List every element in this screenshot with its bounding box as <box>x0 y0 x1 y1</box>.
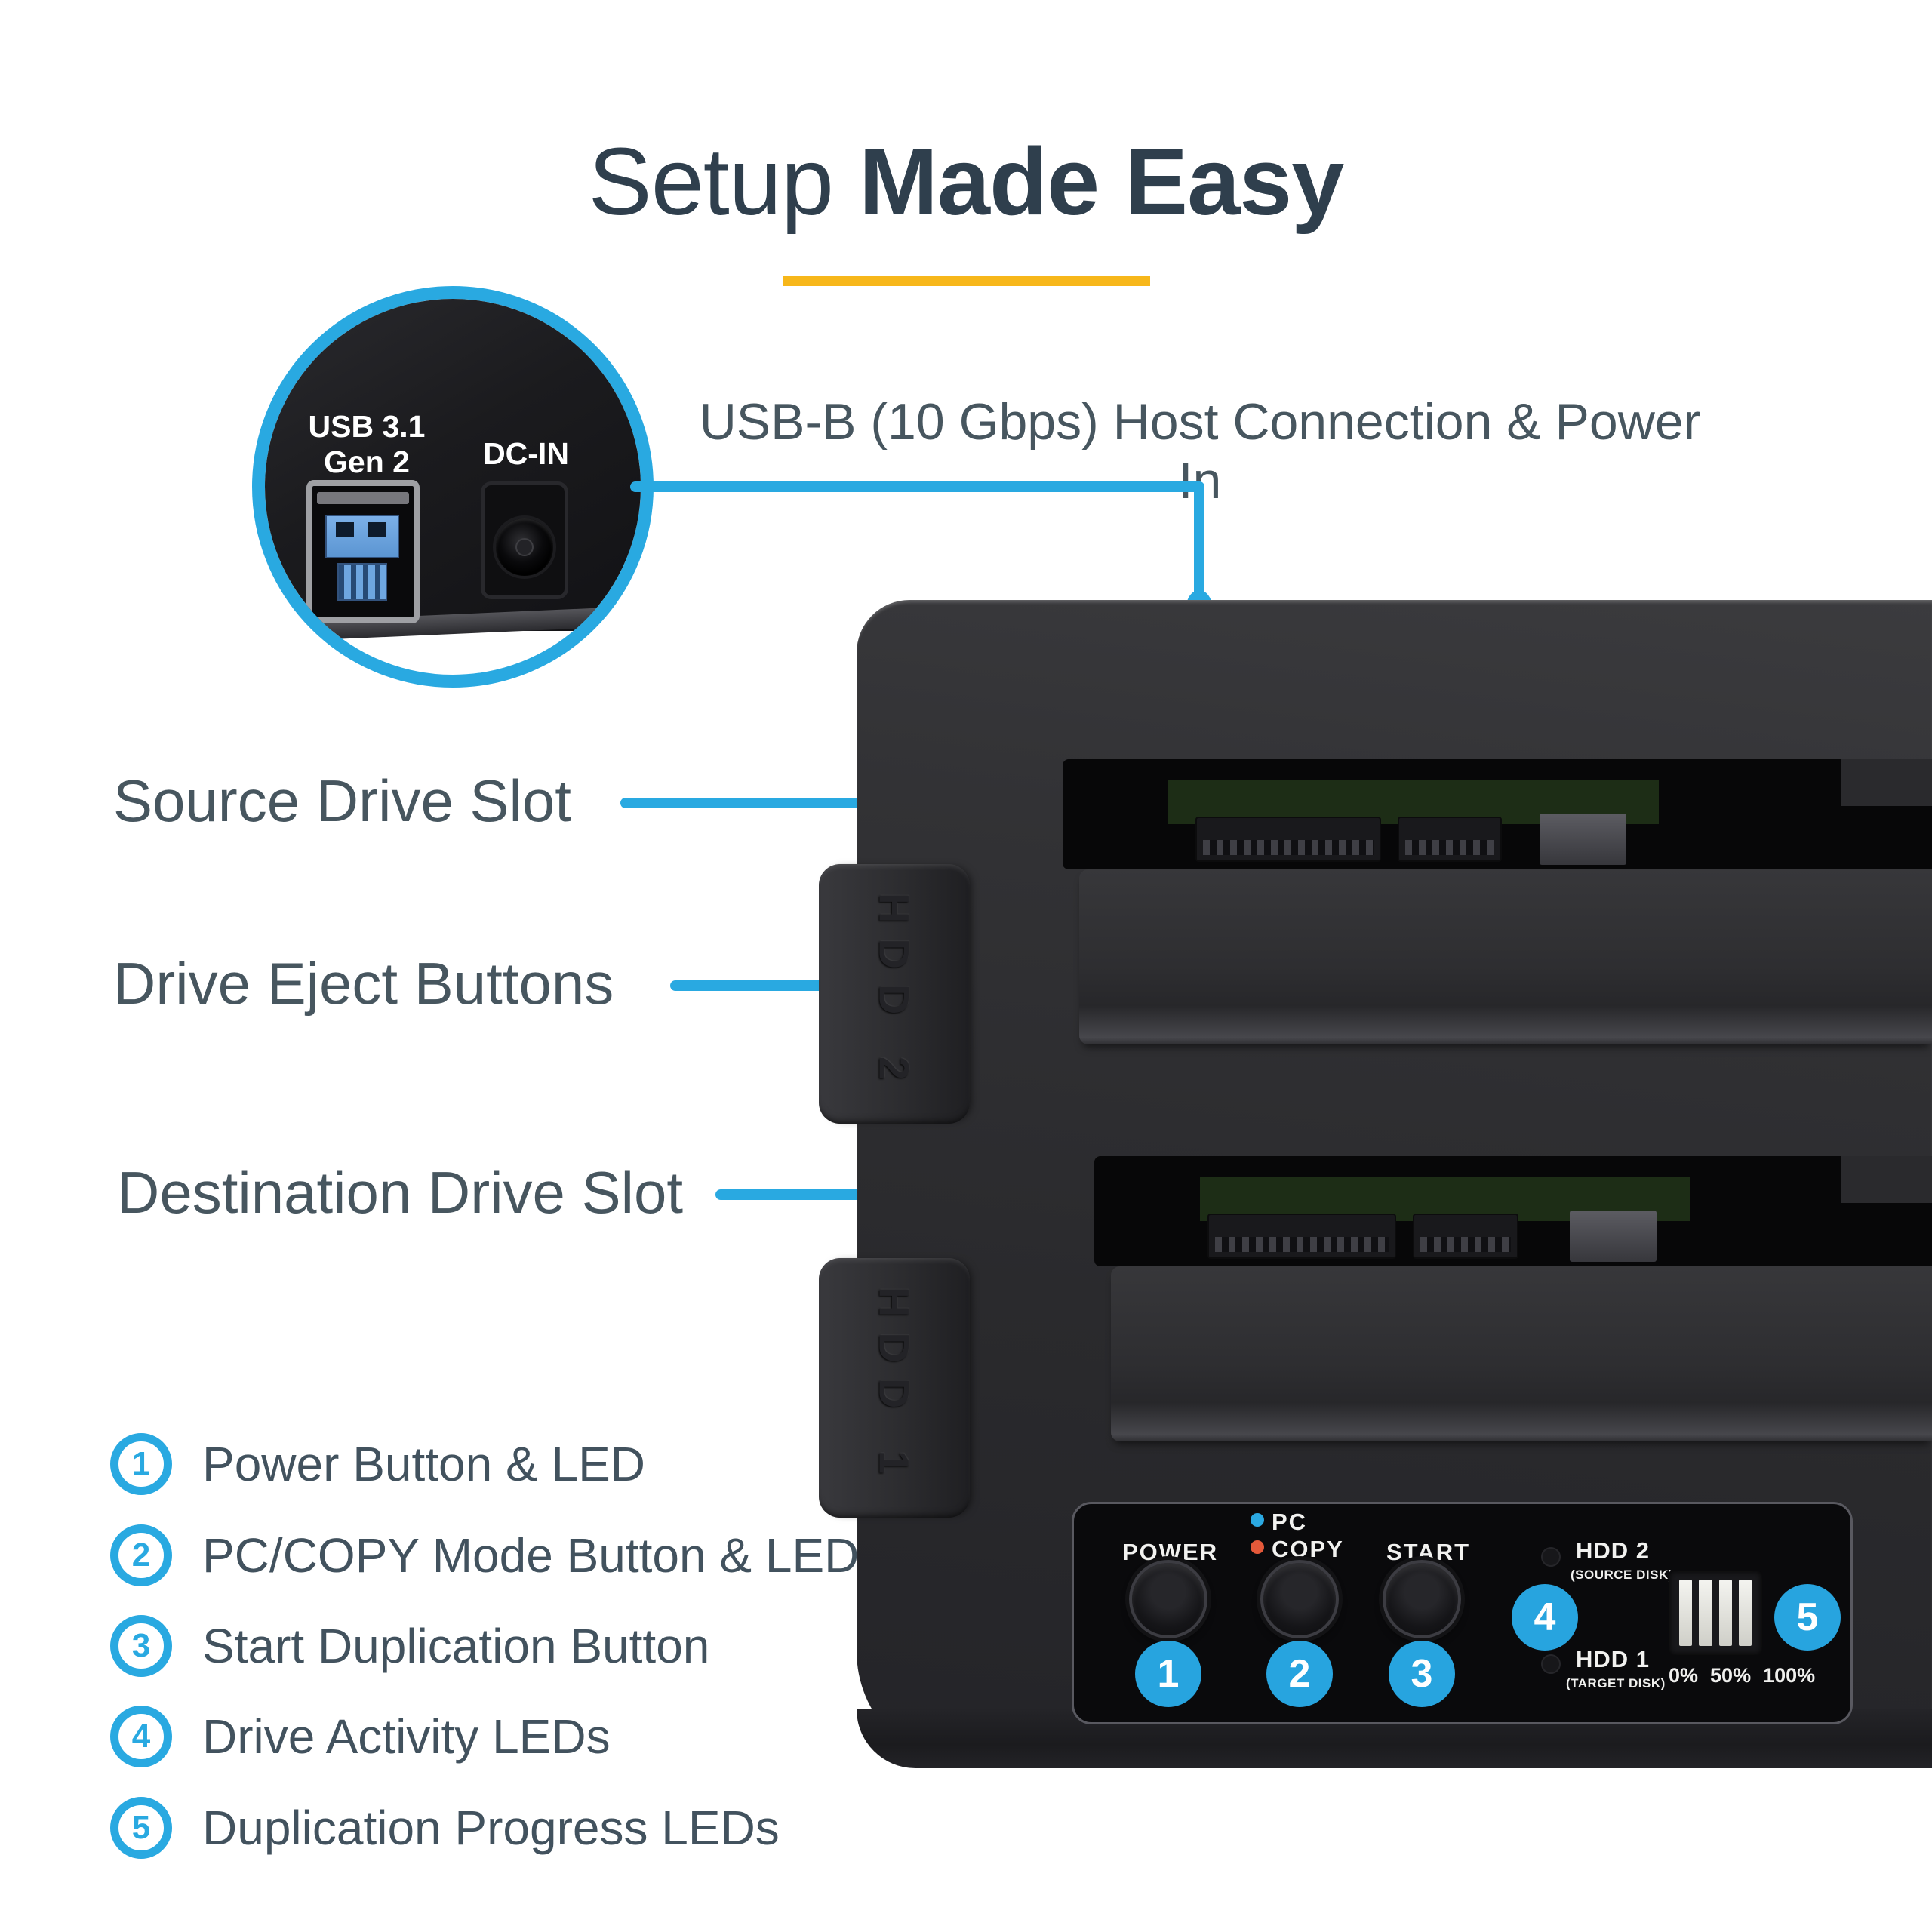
hdd2-sublabel: (SOURCE DISK) <box>1571 1567 1673 1582</box>
hdd1-label: HDD 1 <box>1576 1646 1651 1672</box>
usb-b-port-icon <box>306 480 420 623</box>
legend-item-mode: 2 PC/COPY Mode Button & LED <box>110 1524 859 1586</box>
legend-text-4: Drive Activity LEDs <box>202 1709 611 1764</box>
power-button <box>1129 1560 1208 1638</box>
progress-led-bar <box>1718 1580 1732 1646</box>
legend-number-2: 2 <box>110 1524 172 1586</box>
source-sata-data-connector <box>1398 817 1502 862</box>
legend-number-5: 5 <box>110 1797 172 1859</box>
destination-sata-power-connector <box>1208 1214 1396 1259</box>
legend-number-4: 4 <box>110 1706 172 1767</box>
legend-text-3: Start Duplication Button <box>202 1619 710 1673</box>
title-strong: Made Easy <box>858 128 1344 235</box>
hdd1-sublabel: (TARGET DISK) <box>1566 1676 1666 1690</box>
dc-in-label: DC-IN <box>483 436 569 471</box>
usb-port-tongue-top <box>325 515 399 558</box>
progress-led-bar <box>1699 1580 1712 1646</box>
callout-usb-host: USB-B (10 Gbps) Host Connection & Power … <box>699 393 1701 509</box>
source-sata-power-connector <box>1195 817 1381 862</box>
page-title: Setup Made Easy <box>0 127 1932 236</box>
legend-item-power: 1 Power Button & LED <box>110 1433 645 1495</box>
duplicator-dock: HDD 2 HDD 1 POWER PC COPY START 1 2 3 HD… <box>819 600 1932 1768</box>
usb-port-tongue-bottom <box>337 563 387 601</box>
marker-1: 1 <box>1135 1641 1201 1707</box>
destination-slot-step <box>1841 1156 1932 1203</box>
hdd2-eject-label: HDD 2 <box>870 892 918 1096</box>
hdd2-activity-led <box>1541 1547 1561 1567</box>
callout-destination-slot: Destination Drive Slot <box>117 1159 683 1226</box>
legend-text-2: PC/COPY Mode Button & LED <box>202 1528 860 1583</box>
destination-sata-data-connector <box>1413 1214 1518 1259</box>
mode-button <box>1260 1560 1339 1638</box>
copy-label: COPY <box>1272 1536 1344 1562</box>
usb-port-label: USB 3.1 Gen 2 <box>308 409 426 479</box>
hdd2-eject-button: HDD 2 <box>819 864 970 1124</box>
legend-item-start: 3 Start Duplication Button <box>110 1615 709 1677</box>
destination-slot-bracket <box>1570 1211 1657 1262</box>
progress-led-bar <box>1738 1580 1752 1646</box>
hdd1-eject-button: HDD 1 <box>819 1258 970 1518</box>
callout-source-slot: Source Drive Slot <box>113 768 571 834</box>
marker-5: 5 <box>1774 1584 1841 1651</box>
pct-100: 100% <box>1763 1664 1816 1687</box>
pc-label: PC <box>1272 1509 1308 1535</box>
destination-slot-flap <box>1111 1266 1932 1441</box>
rear-ports-inset-circle: USB 3.1 Gen 2 DC-IN <box>252 286 654 688</box>
yellow-divider <box>783 276 1150 286</box>
legend-item-progress: 5 Duplication Progress LEDs <box>110 1797 780 1859</box>
hdd1-eject-label: HDD 1 <box>870 1286 918 1490</box>
hdd2-label: HDD 2 <box>1576 1537 1651 1564</box>
duplication-progress-leds <box>1669 1571 1762 1655</box>
marker-4: 4 <box>1512 1584 1578 1651</box>
control-panel: POWER PC COPY START 1 2 3 HDD 2 (SOURCE … <box>1072 1502 1853 1724</box>
legend-number-3: 3 <box>110 1615 172 1677</box>
marker-2: 2 <box>1266 1641 1333 1707</box>
destination-drive-slot <box>1094 1156 1932 1266</box>
source-drive-slot <box>1063 759 1932 869</box>
legend-text-5: Duplication Progress LEDs <box>202 1801 780 1855</box>
source-slot-step <box>1841 759 1932 806</box>
hdd1-activity-led <box>1541 1654 1561 1674</box>
legend-number-1: 1 <box>110 1433 172 1495</box>
copy-mode-led <box>1251 1540 1264 1554</box>
dc-jack-hole <box>493 515 556 579</box>
callout-line-usb-vertical <box>1194 481 1204 604</box>
pct-0: 0% <box>1669 1664 1699 1687</box>
progress-led-bar <box>1679 1580 1693 1646</box>
source-slot-flap <box>1079 869 1932 1044</box>
legend-text-1: Power Button & LED <box>202 1437 645 1491</box>
dc-in-jack-icon <box>481 481 568 599</box>
legend-item-activity: 4 Drive Activity LEDs <box>110 1706 611 1767</box>
usb-port-clip <box>317 492 409 504</box>
progress-percent-labels: 0% 50% 100% <box>1669 1664 1815 1687</box>
pct-50: 50% <box>1710 1664 1752 1687</box>
title-light: Setup <box>588 128 834 235</box>
source-slot-bracket <box>1540 814 1626 865</box>
callout-line-usb-horizontal <box>630 481 1204 492</box>
start-button <box>1383 1560 1461 1638</box>
callout-eject-buttons: Drive Eject Buttons <box>113 950 614 1017</box>
marker-3: 3 <box>1389 1641 1455 1707</box>
pc-mode-led <box>1251 1513 1264 1527</box>
dc-jack-pin <box>515 538 534 556</box>
